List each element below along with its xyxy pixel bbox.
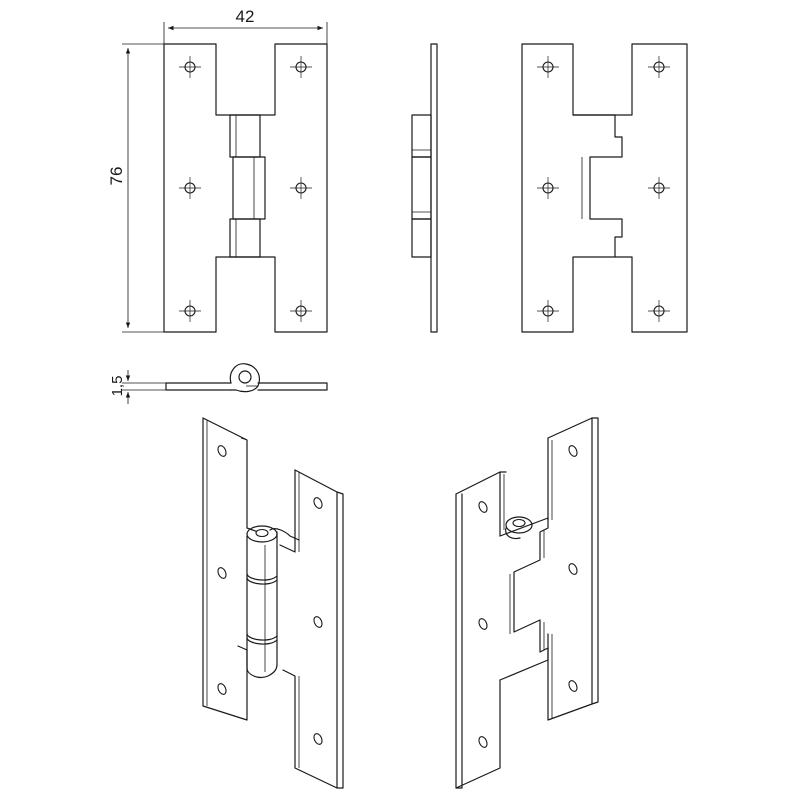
top-view bbox=[165, 363, 328, 393]
isometric-view-back bbox=[455, 417, 599, 789]
back-view-leaf-joint bbox=[572, 114, 623, 258]
dimension-height: 76 bbox=[107, 43, 164, 333]
iso-back-leaf-left bbox=[455, 471, 507, 789]
iso-screw-hole bbox=[313, 497, 323, 509]
iso-barrel-joint bbox=[246, 577, 278, 585]
iso-screw-hole bbox=[568, 563, 578, 575]
top-view-pin bbox=[238, 370, 252, 384]
iso-screw-hole bbox=[217, 567, 227, 579]
dimension-width: 42 bbox=[163, 7, 328, 44]
front-view-outline bbox=[163, 43, 328, 333]
iso-back-barrel-top bbox=[505, 516, 533, 534]
iso-barrel-wrap bbox=[269, 528, 300, 541]
iso-barrel-pin bbox=[255, 528, 269, 538]
iso-back-joint bbox=[499, 517, 549, 681]
side-view bbox=[411, 43, 438, 333]
iso-barrel bbox=[246, 531, 278, 679]
side-knuckle-bottom bbox=[411, 218, 432, 258]
top-view-curl bbox=[229, 363, 260, 393]
iso-screw-hole bbox=[217, 683, 227, 695]
screw-holes bbox=[179, 56, 670, 748]
iso-screw-hole bbox=[478, 736, 488, 748]
iso-screw-hole bbox=[313, 616, 323, 628]
iso-barrel-joint bbox=[246, 637, 278, 645]
iso-screw-hole bbox=[478, 501, 488, 513]
top-view-leaves bbox=[165, 382, 328, 391]
iso-barrel-joint bbox=[246, 573, 278, 581]
side-knuckle-middle bbox=[411, 156, 432, 220]
knuckle-top bbox=[229, 114, 261, 158]
iso-barrel-top bbox=[246, 525, 278, 543]
iso-front-leaf-right bbox=[279, 469, 344, 789]
side-knuckle-top bbox=[411, 114, 432, 158]
iso-screw-hole bbox=[313, 733, 323, 745]
iso-front-leaf-edge bbox=[240, 437, 248, 441]
knuckle-bottom bbox=[229, 218, 261, 258]
side-plate bbox=[430, 43, 438, 333]
iso-back-leaf-right bbox=[547, 417, 599, 721]
iso-screw-hole bbox=[217, 445, 227, 457]
dimension-thickness-label: 1,5 bbox=[109, 376, 126, 397]
front-view bbox=[163, 43, 328, 333]
isometric-view-front bbox=[202, 417, 344, 789]
iso-screw-hole bbox=[478, 618, 488, 630]
iso-screw-hole bbox=[568, 680, 578, 692]
iso-barrel-joint bbox=[246, 633, 278, 641]
knuckle-middle bbox=[232, 156, 266, 220]
iso-screw-hole bbox=[568, 445, 578, 457]
dimension-height-label: 76 bbox=[107, 167, 126, 186]
iso-front-leaf-left bbox=[202, 417, 259, 721]
back-view bbox=[521, 43, 688, 333]
dimension-thickness: 1,5 bbox=[109, 370, 166, 404]
iso-back-barrel-pin bbox=[512, 518, 526, 528]
iso-back-barrel-wrap bbox=[505, 527, 521, 540]
dimension-width-label: 42 bbox=[236, 7, 255, 26]
